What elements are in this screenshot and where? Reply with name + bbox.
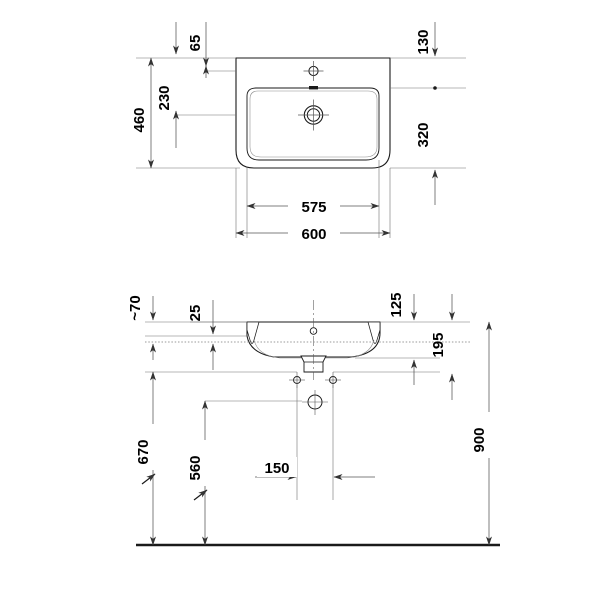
top-view-extension-lines (136, 57, 466, 238)
dim-label-460: 460 (131, 107, 148, 132)
dim-label-125: 125 (388, 292, 405, 317)
dim-label-150: 150 (264, 460, 289, 477)
dim-900-front: 900 (471, 321, 493, 546)
dim-460-top: 460 (131, 57, 154, 169)
dim-560-front: 560 (187, 400, 209, 546)
dim-label-70: ~70 (127, 295, 144, 320)
bracket-hole-icon (302, 390, 328, 415)
dim-130-top: 130 (415, 22, 438, 90)
dim-25-front: 25 (187, 300, 216, 370)
overflow-slot-top (309, 86, 318, 90)
dim-label-130: 130 (415, 29, 432, 54)
dim-600-top: 600 (235, 223, 391, 243)
dim-label-900: 900 (471, 427, 488, 452)
dim-150-front: 150 (255, 457, 375, 480)
dim-320-top: 320 (415, 122, 438, 205)
waste-outlet-icon (298, 99, 329, 131)
dim-label-195: 195 (430, 332, 447, 357)
dim-65-top: 65 (187, 22, 209, 67)
tap-hole-icon (303, 61, 324, 81)
dim-670-front: 670 (135, 371, 157, 546)
dim-label-600: 600 (301, 226, 326, 243)
dim-label-65: 65 (187, 35, 204, 52)
dim-label-575: 575 (301, 199, 326, 216)
front-view-group: ~70 25 670 560 150 (127, 292, 500, 547)
dim-label-25: 25 (187, 305, 204, 322)
dim-575-top: 575 (246, 196, 380, 216)
dim-195-front: 195 (430, 294, 455, 400)
basin-right-chamfer (367, 321, 381, 344)
dim-label-560: 560 (187, 455, 204, 480)
dim-70-front: ~70 (127, 295, 156, 360)
dim-125-front: 125 (388, 292, 417, 385)
dim-230-top: 230 (156, 22, 209, 148)
front-view-extension-lines (145, 321, 470, 500)
bowl-inner-offset-top (249, 90, 378, 158)
dim-label-320: 320 (415, 122, 432, 147)
top-view-group: 65 230 460 130 320 575 (131, 22, 466, 243)
dim-label-230: 230 (156, 85, 173, 110)
dim-label-670: 670 (135, 439, 152, 464)
